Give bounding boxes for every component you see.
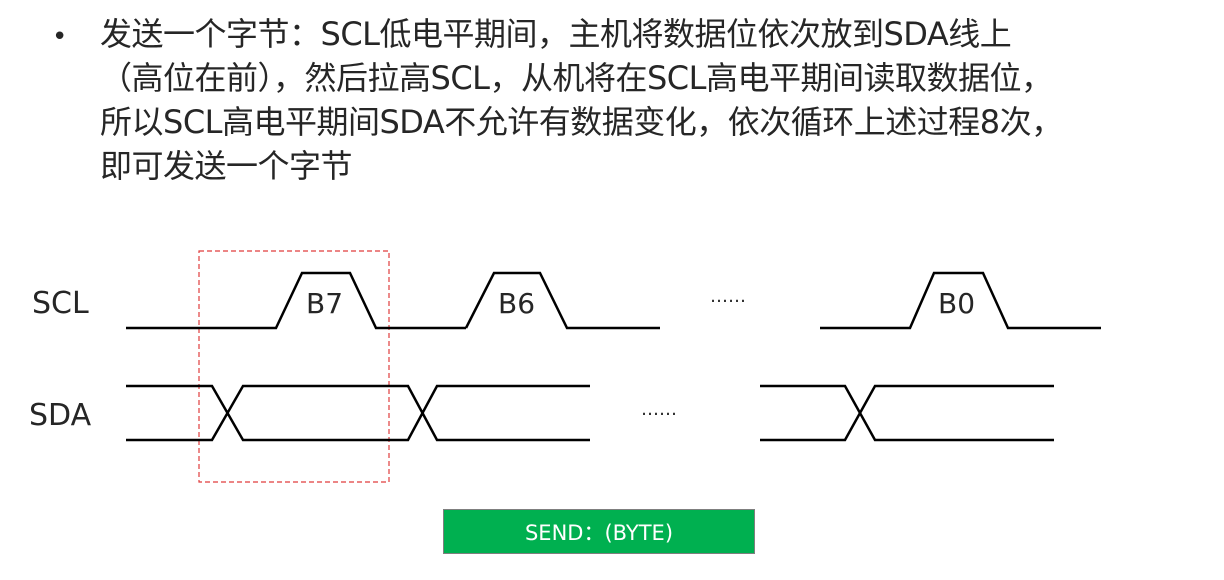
sda-label: SDA xyxy=(29,398,92,433)
bullet-line-3: 所以SCL高电平期间SDA不允许有数据变化，依次循环上述过程8次， xyxy=(100,103,1063,141)
scl-waveform xyxy=(126,271,1101,330)
bullet-line-1: 发送一个字节：SCL低电平期间，主机将数据位依次放到SDA线上 xyxy=(100,15,1012,53)
bullet-line-4: 即可发送一个字节 xyxy=(100,147,353,185)
sda-segment-1-top xyxy=(126,384,590,442)
scl-pulse-b7-label: B7 xyxy=(306,287,343,320)
scl-pulse-b0-wave xyxy=(820,271,1101,330)
scl-pulse-b6-label: B6 xyxy=(498,287,535,320)
bullet-marker: • xyxy=(52,22,68,52)
scl-ellipsis: …… xyxy=(710,286,746,307)
sda-segment-1-bottom xyxy=(126,384,590,442)
scl-label: SCL xyxy=(32,286,89,321)
bullet-paragraph: • 发送一个字节：SCL低电平期间，主机将数据位依次放到SDA线上 （高位在前）… xyxy=(52,12,1212,188)
sda-segment-2-top xyxy=(760,384,1054,442)
sda-segment-2-bottom xyxy=(760,384,1054,442)
bullet-line-2: （高位在前），然后拉高SCL，从机将在SCL高电平期间读取数据位， xyxy=(100,59,1053,97)
sda-ellipsis: …… xyxy=(641,399,677,420)
send-byte-button[interactable]: SEND：(BYTE) xyxy=(443,509,755,554)
scl-pulse-b7-wave xyxy=(126,271,466,330)
scl-pulse-b6-wave xyxy=(464,271,660,330)
sda-waveform xyxy=(126,384,1054,442)
scl-pulse-b0-label: B0 xyxy=(938,287,975,320)
bullet-text: 发送一个字节：SCL低电平期间，主机将数据位依次放到SDA线上 （高位在前），然… xyxy=(100,12,1212,188)
bit-highlight-box xyxy=(198,250,390,483)
